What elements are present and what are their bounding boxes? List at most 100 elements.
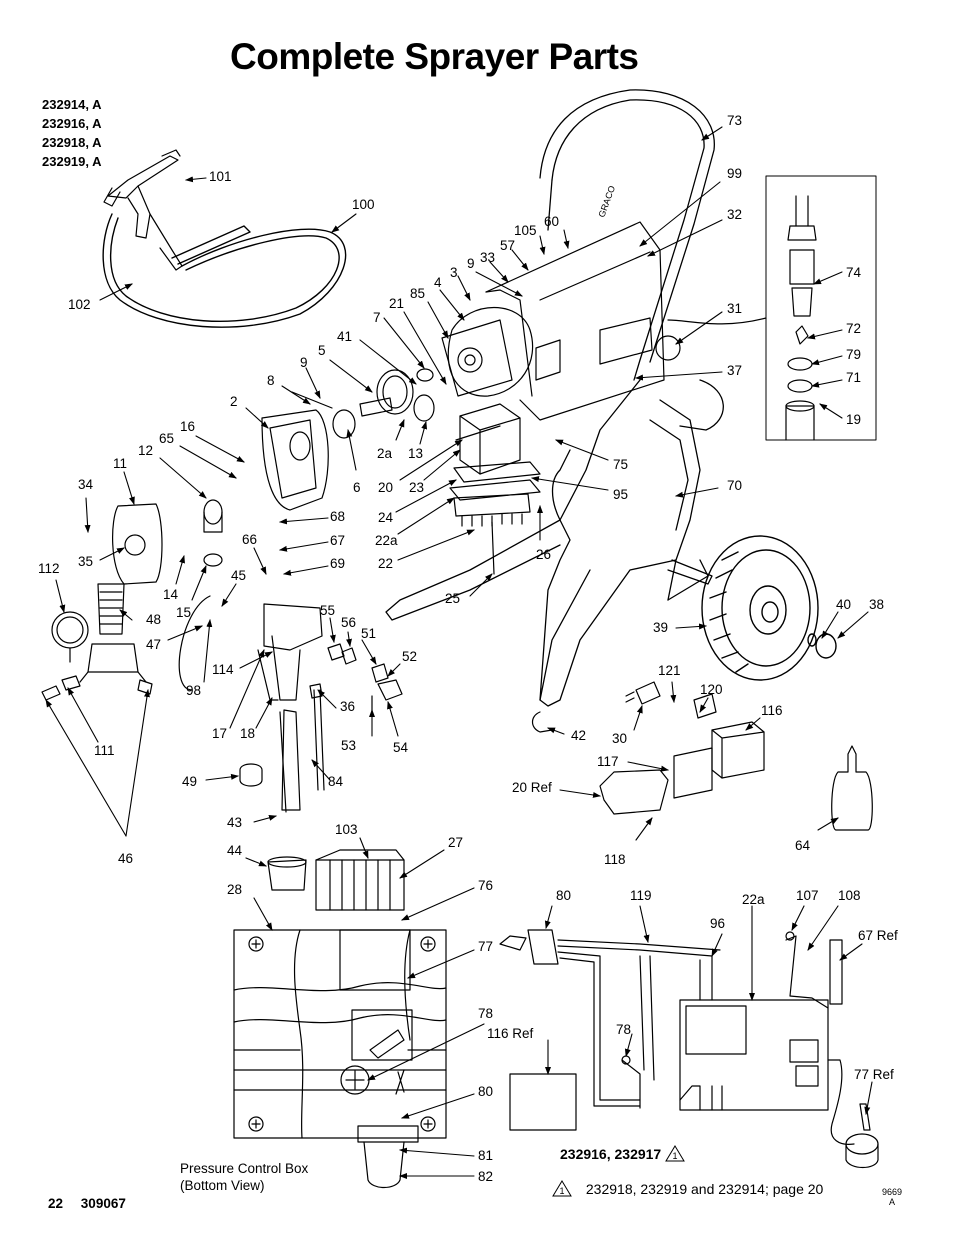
callout-2: 2 (230, 394, 238, 409)
callout-33: 33 (480, 250, 496, 265)
callout-16: 16 (180, 419, 196, 434)
svg-text:1: 1 (559, 1186, 564, 1196)
callout-78: 78 (478, 1006, 494, 1021)
callout-117: 117 (597, 754, 619, 769)
callout-44: 44 (227, 843, 243, 858)
callout-15: 15 (176, 605, 192, 620)
callout-12: 12 (138, 443, 154, 458)
callout-21: 21 (389, 296, 405, 311)
callout-5: 5 (318, 343, 326, 358)
callout-32: 32 (727, 207, 743, 222)
fluid-hose-drawing (102, 213, 347, 328)
callout-41: 41 (337, 329, 353, 344)
callout-40: 40 (836, 597, 852, 612)
variant-label: 232916, 232917 1 (560, 1145, 695, 1162)
figure-id: 9669 A (882, 1187, 903, 1207)
callout-114: 114 (212, 662, 234, 677)
pressure-box-caption: Pressure Control Box (Bottom View) (180, 1161, 309, 1193)
callout-45: 45 (231, 568, 247, 583)
callout-73: 73 (727, 113, 743, 128)
frame-brand-text: GRACO (596, 184, 617, 218)
callout-43: 43 (227, 815, 243, 830)
callout-42: 42 (571, 728, 587, 743)
motor-housing-drawing (441, 221, 665, 421)
callout-80b: 80 (556, 888, 572, 903)
callout-48: 48 (146, 612, 162, 627)
callout-46: 46 (118, 851, 134, 866)
callout-22: 22 (378, 556, 394, 571)
callout-108: 108 (838, 888, 861, 903)
callout-72: 72 (846, 321, 862, 336)
callout-3: 3 (450, 265, 458, 280)
callout-98: 98 (186, 683, 202, 698)
callout-99: 99 (727, 166, 743, 181)
callout-77-ref: 77 Ref (854, 1067, 894, 1082)
callout-6: 6 (353, 480, 361, 495)
callout-119: 119 (630, 888, 652, 903)
callout-22a-b: 22a (742, 892, 765, 907)
callout-111: 111 (94, 743, 115, 758)
model-number: 232916, A (42, 116, 102, 131)
callout-95: 95 (613, 487, 629, 502)
callout-52: 52 (402, 649, 418, 664)
callout-20: 20 (378, 480, 394, 495)
callout-96: 96 (710, 916, 726, 931)
callout-9b: 9 (300, 355, 308, 370)
callout-38: 38 (869, 597, 885, 612)
callout-121: 121 (658, 663, 681, 678)
callout-79: 79 (846, 347, 862, 362)
callout-69: 69 (330, 556, 346, 571)
callout-70: 70 (727, 478, 743, 493)
callout-56: 56 (341, 615, 357, 630)
callout-80: 80 (478, 1084, 494, 1099)
callout-67-ref: 67 Ref (858, 928, 898, 943)
callout-118: 118 (604, 852, 626, 867)
callout-64: 64 (795, 838, 811, 853)
svg-text:1: 1 (673, 1151, 678, 1161)
callout-24: 24 (378, 510, 394, 525)
callout-65: 65 (159, 431, 175, 446)
callout-78b: 78 (616, 1022, 632, 1037)
callout-51: 51 (361, 626, 377, 641)
page-footer: 22 309067 (48, 1196, 140, 1211)
note-triangle-icon: 1 (552, 1180, 572, 1197)
callout-19: 19 (846, 412, 862, 427)
callout-81: 81 (478, 1148, 494, 1163)
callout-47: 47 (146, 637, 162, 652)
callout-13: 13 (408, 446, 424, 461)
callout-100: 100 (352, 197, 375, 212)
callout-17: 17 (212, 726, 228, 741)
callout-85: 85 (410, 286, 426, 301)
callout-120: 120 (700, 682, 723, 697)
callout-74: 74 (846, 265, 862, 280)
callout-31: 31 (727, 301, 743, 316)
callout-112: 112 (38, 561, 60, 576)
callout-26: 26 (536, 547, 552, 562)
callout-35: 35 (78, 554, 94, 569)
callout-22a: 22a (375, 533, 398, 548)
callout-76: 76 (478, 878, 494, 893)
detail-inset-drawing (785, 195, 817, 441)
callout-53: 53 (341, 738, 357, 753)
wheel-drawing (701, 535, 837, 681)
callout-11: 11 (113, 456, 128, 471)
callout-68: 68 (330, 509, 346, 524)
callout-14: 14 (163, 587, 179, 602)
gear-parts-drawing (332, 368, 541, 575)
callout-105: 105 (514, 223, 537, 238)
callout-28: 28 (227, 882, 243, 897)
parts-bottle-drawing (831, 745, 873, 831)
model-number: 232919, A (42, 154, 102, 169)
callout-4: 4 (434, 275, 442, 290)
callout-102: 102 (68, 297, 91, 312)
callout-20-ref: 20 Ref (512, 780, 552, 795)
page-title: Complete Sprayer Parts (230, 36, 639, 77)
footnote: 1 232918, 232919 and 232914; page 20 (552, 1180, 823, 1197)
callout-30: 30 (612, 731, 628, 746)
callout-25: 25 (445, 591, 461, 606)
callout-27: 27 (448, 835, 464, 850)
callout-39: 39 (653, 620, 669, 635)
callout-116-ref: 116 Ref (487, 1026, 534, 1041)
callout-9: 9 (467, 256, 475, 271)
